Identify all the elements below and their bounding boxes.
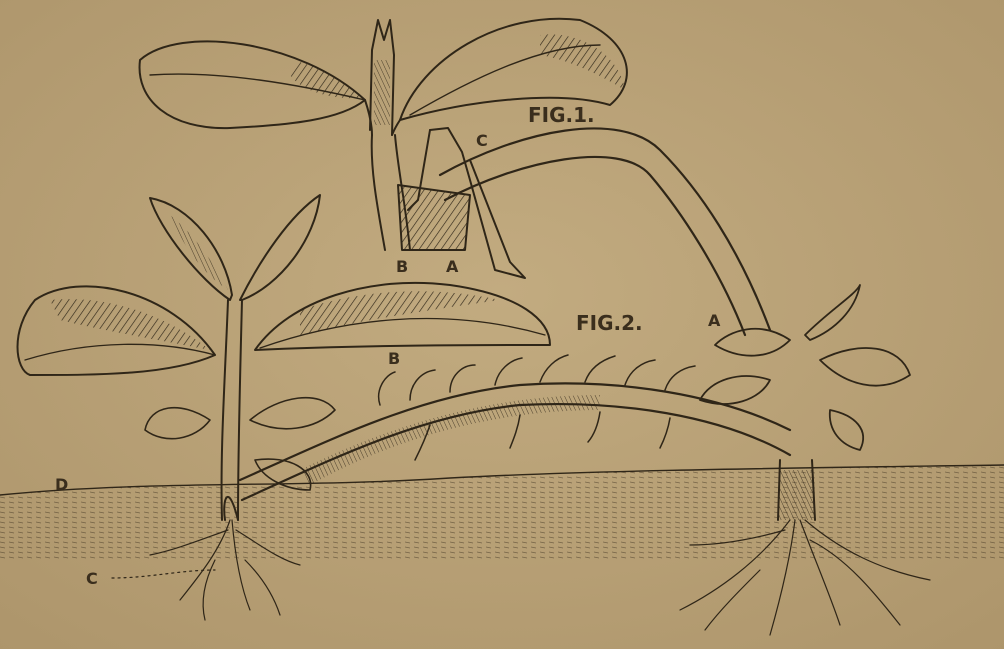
fig1-title: FIG.1. bbox=[528, 103, 595, 127]
fig1-label-a: A bbox=[446, 257, 459, 276]
fig2-label-c: C bbox=[86, 569, 98, 588]
fig2-label-a: A bbox=[708, 311, 721, 330]
fig1-label-b: B bbox=[396, 257, 408, 276]
fig2-label-d: D bbox=[55, 475, 68, 494]
fig2-label-b: B bbox=[388, 349, 400, 368]
fig1-label-c: C bbox=[476, 131, 488, 150]
fig2-title: FIG.2. bbox=[576, 311, 643, 335]
